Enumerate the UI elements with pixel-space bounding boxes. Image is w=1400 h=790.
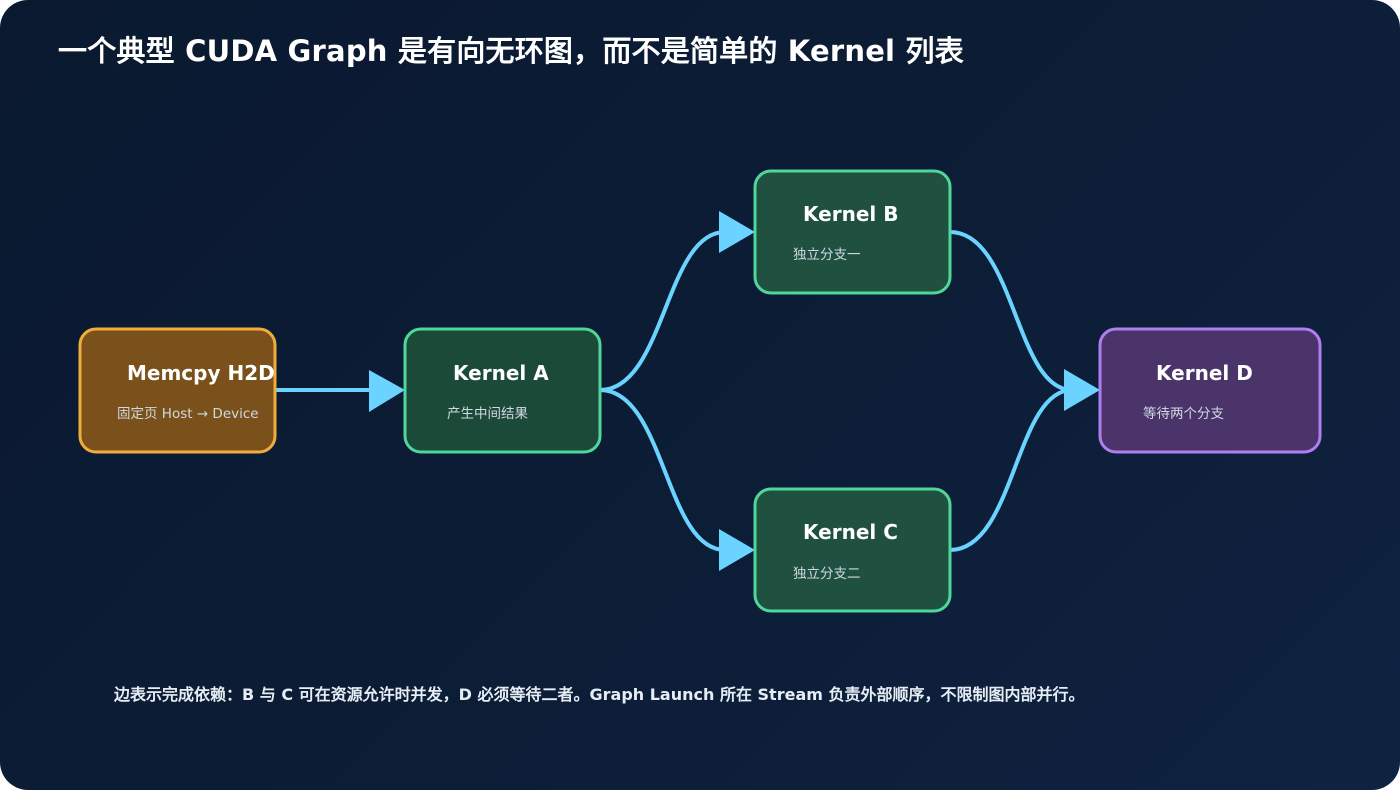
node-memcpy-h2d: Memcpy H2D 固定页 Host → Device: [78, 327, 277, 454]
node-kernel-d-title: Kernel D: [1156, 361, 1253, 385]
edge-kernel-c-to-kernel-d: [949, 388, 1073, 552]
node-kernel-c-box: [753, 487, 952, 613]
edge-kernel-a-to-kernel-b: [599, 230, 726, 392]
arrowhead-kernel-c: [719, 529, 755, 571]
node-memcpy-box: [78, 327, 277, 454]
node-kernel-b-box: [753, 169, 952, 295]
node-kernel-a-box: [403, 327, 602, 454]
node-kernel-c-subtitle: 独立分支二: [793, 566, 861, 582]
edge-kernel-a-to-kernel-c: [599, 388, 726, 552]
arrowhead-kernel-b: [719, 211, 755, 253]
node-kernel-d: Kernel D 等待两个分支: [1098, 327, 1322, 454]
node-kernel-d-box: [1098, 327, 1322, 454]
node-kernel-b-title: Kernel B: [803, 202, 898, 226]
node-kernel-c-title: Kernel C: [803, 520, 898, 544]
edge-kernel-b-to-kernel-d: [949, 230, 1073, 392]
node-kernel-b-subtitle: 独立分支一: [793, 247, 861, 263]
node-memcpy-title: Memcpy H2D: [127, 361, 275, 385]
diagram-caption: 边表示完成依赖：B 与 C 可在资源允许时并发，D 必须等待二者。Graph L…: [114, 685, 1085, 704]
arrowhead-kernel-d: [1064, 369, 1100, 411]
node-kernel-a-title: Kernel A: [453, 361, 549, 385]
node-memcpy-subtitle: 固定页 Host → Device: [117, 406, 259, 422]
node-kernel-c: Kernel C 独立分支二: [753, 487, 952, 613]
arrowhead-kernel-a: [369, 370, 405, 412]
node-kernel-d-subtitle: 等待两个分支: [1143, 405, 1224, 422]
edges: [276, 211, 1100, 571]
node-kernel-a: Kernel A 产生中间结果: [403, 327, 602, 454]
node-kernel-a-subtitle: 产生中间结果: [447, 406, 528, 422]
node-kernel-b: Kernel B 独立分支一: [753, 169, 952, 295]
page-title: 一个典型 CUDA Graph 是有向无环图，而不是简单的 Kernel 列表: [58, 34, 964, 68]
